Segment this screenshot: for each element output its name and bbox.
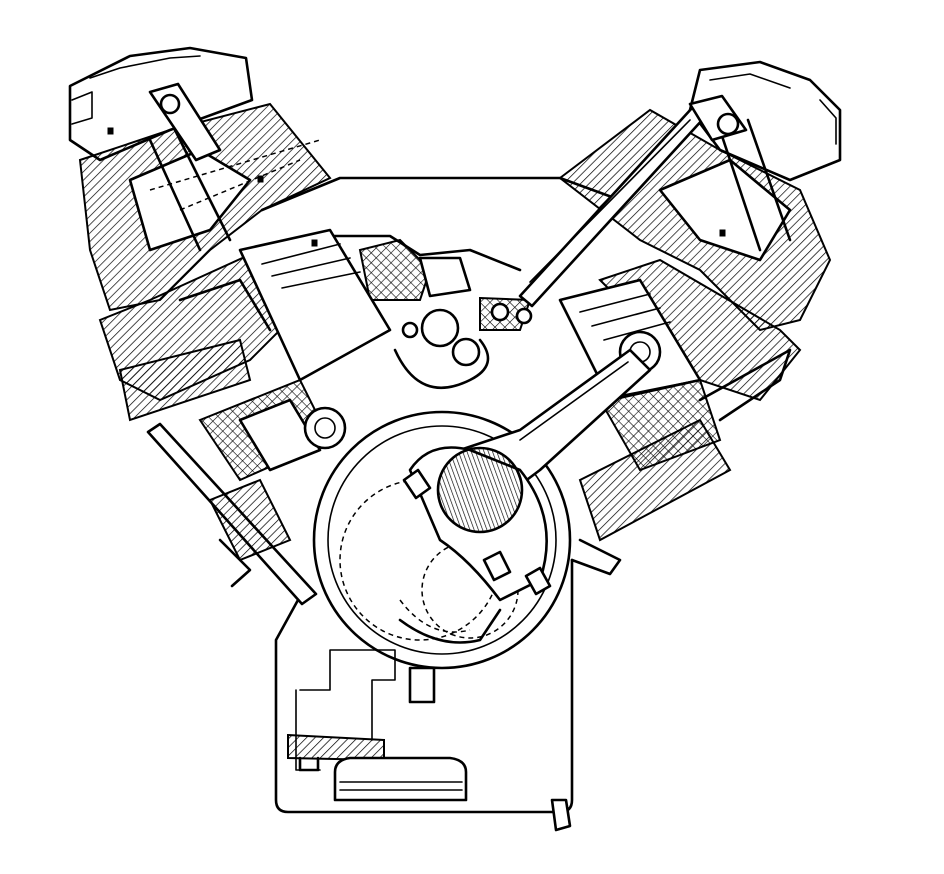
dipstick-tip [550, 798, 572, 832]
crankcase [312, 348, 652, 670]
rod-bolt-upper [402, 468, 432, 500]
valley-bolt [490, 302, 510, 322]
bolt-head-1 [107, 127, 114, 135]
crank-journal [436, 446, 524, 534]
right-bank [518, 60, 842, 576]
left-exhaust-valve [173, 128, 232, 242]
right-combustion-chamber [658, 158, 792, 262]
right-rocker-pivot [716, 112, 740, 136]
bolt-head-2 [257, 175, 264, 183]
drain-bolt [408, 666, 436, 704]
right-exhaust-valve [746, 118, 792, 242]
oil-pump-screen [333, 756, 468, 802]
camshaft-left [420, 308, 460, 348]
left-bank [68, 46, 392, 606]
valley-bolt-2 [401, 321, 419, 339]
oil-pickup-tube [287, 733, 385, 762]
right-exhaust-port [578, 418, 732, 542]
left-exhaust-port [118, 338, 252, 422]
bolt-head-3 [311, 239, 318, 247]
block-valley [260, 176, 622, 389]
oil-pan [274, 558, 574, 832]
fasteners [107, 127, 726, 339]
lifter-block [418, 256, 472, 298]
camshaft-lobe [451, 337, 481, 367]
bolt-head-4 [719, 229, 726, 237]
left-wrist-pin [303, 406, 347, 450]
left-piston [238, 228, 392, 382]
lifter-valley-left [358, 238, 432, 301]
rod-bolt-lower [482, 550, 512, 582]
right-intake-valve [718, 128, 762, 252]
left-rocker-pivot [159, 93, 181, 115]
crankcase-outline [312, 410, 572, 670]
left-intake-valve [148, 138, 202, 252]
